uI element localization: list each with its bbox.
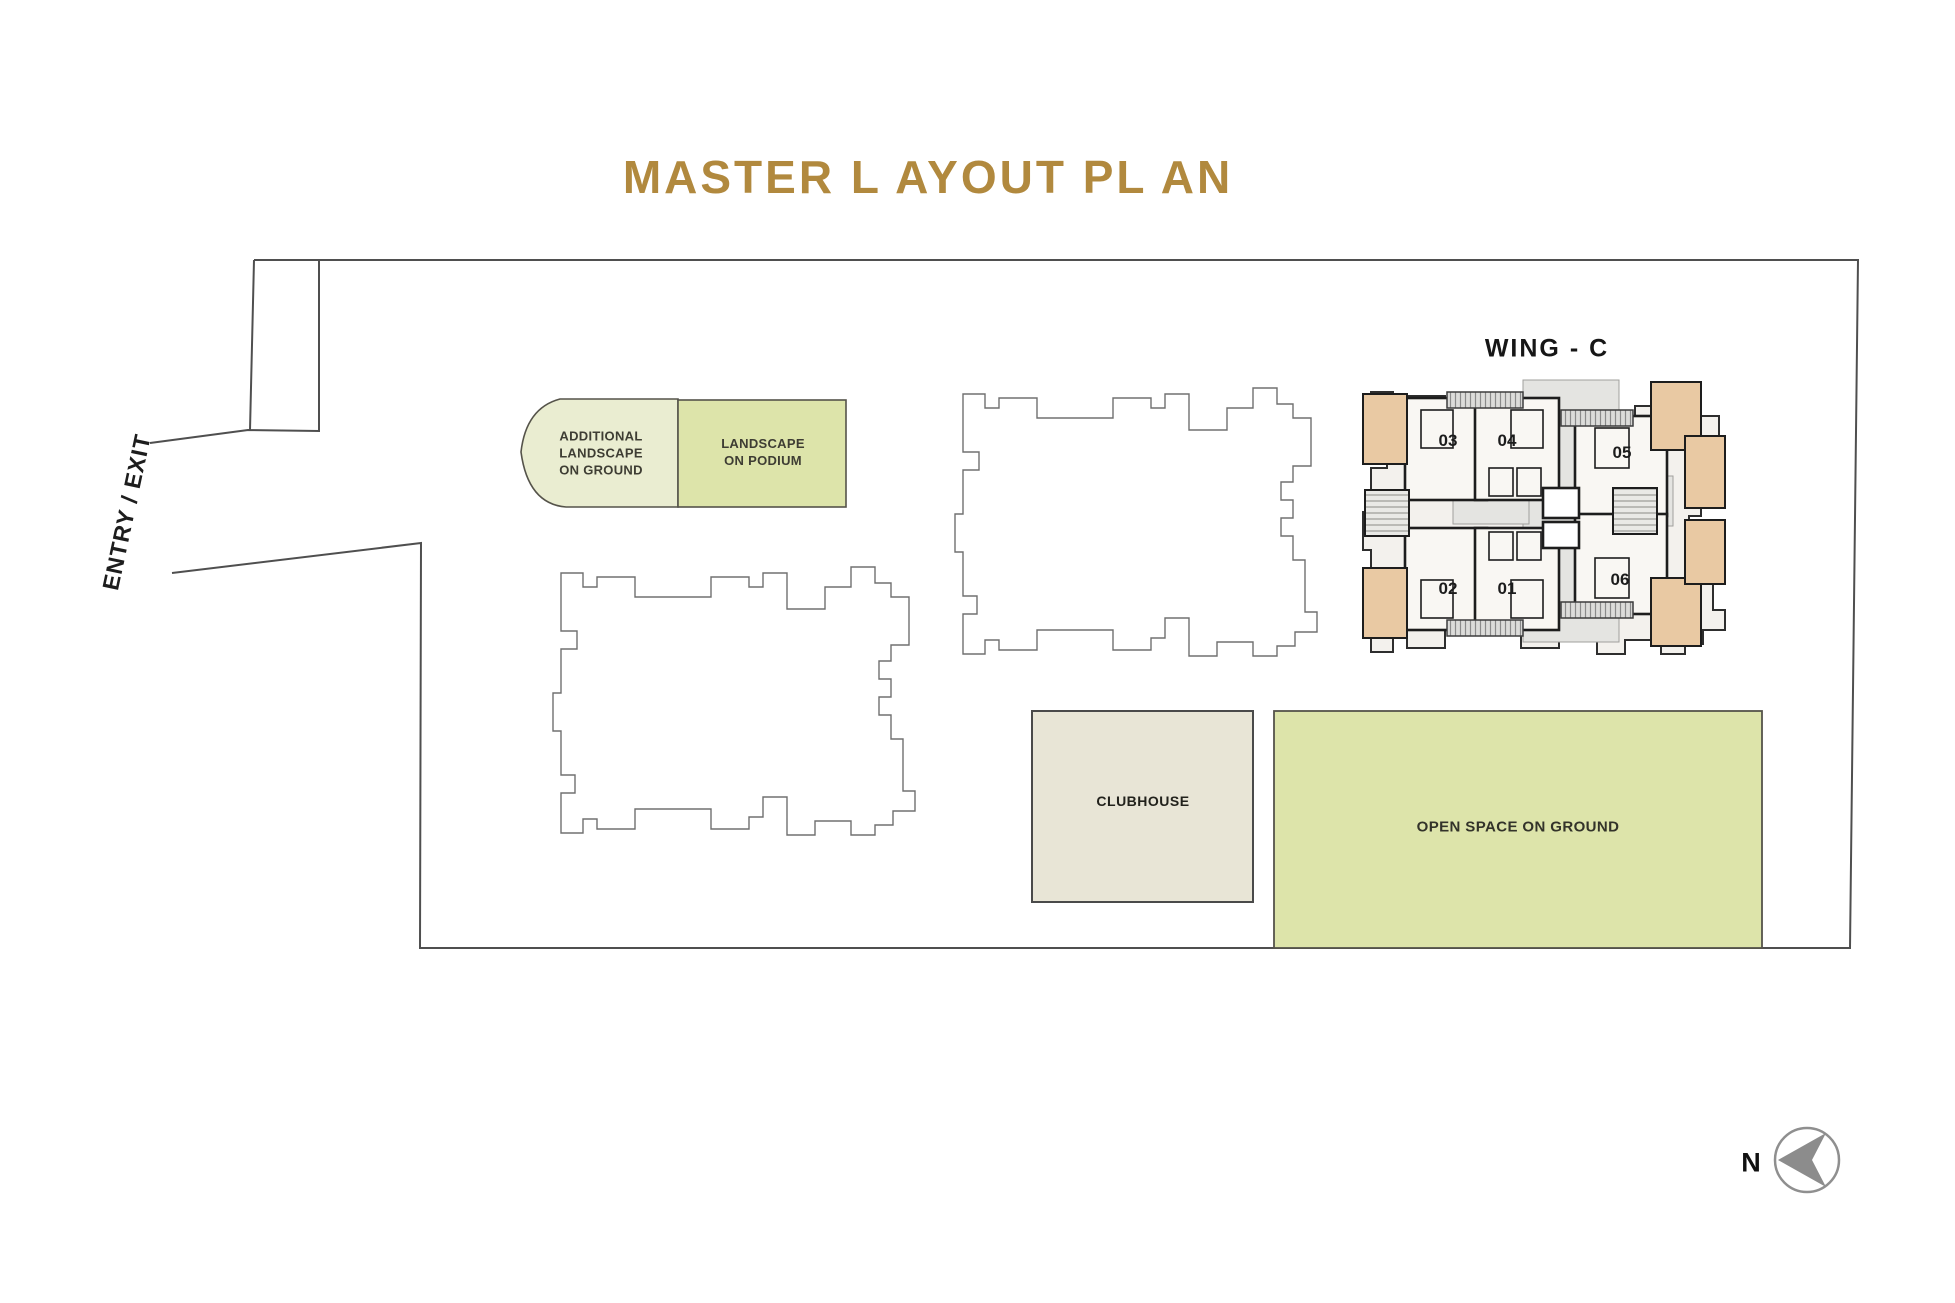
unit-number-06: 06 xyxy=(1610,570,1630,589)
balcony-hatch xyxy=(1560,409,1634,427)
clubhouse-area xyxy=(1031,710,1254,903)
balcony-hatch xyxy=(1560,601,1634,619)
lift-shaft xyxy=(1541,486,1581,520)
bedroom-room xyxy=(1684,435,1726,509)
unit-number-02: 02 xyxy=(1438,579,1458,598)
additional-landscape-line2: LANDSCAPE xyxy=(559,445,643,461)
inner-room xyxy=(1420,409,1454,449)
staircase-hatch xyxy=(1364,489,1410,537)
wing-c-bedrooms xyxy=(1362,381,1726,647)
inner-room xyxy=(1516,467,1542,497)
unit-block-02 xyxy=(1403,526,1489,632)
unit-number-05: 05 xyxy=(1612,443,1632,462)
north-arrow-pointer xyxy=(1778,1133,1826,1187)
wing-c-lift-core xyxy=(1541,486,1581,550)
bedroom-room xyxy=(1650,577,1702,647)
wing-c-balconies xyxy=(1446,391,1634,637)
wing-c-inner-rooms xyxy=(1420,409,1630,619)
unit-number-04: 04 xyxy=(1497,431,1517,450)
inner-room xyxy=(1594,557,1630,599)
open-space-label: OPEN SPACE ON GROUND xyxy=(1416,818,1620,836)
wing-c-staircases xyxy=(1364,487,1658,537)
north-arrow xyxy=(1773,1126,1841,1194)
lift-shaft xyxy=(1541,520,1581,550)
additional-landscape-line3: ON GROUND xyxy=(559,462,643,478)
balcony-hatch xyxy=(1446,619,1524,637)
inner-room xyxy=(1516,531,1542,561)
additional-landscape-area xyxy=(520,398,679,508)
inner-room xyxy=(1594,427,1630,469)
bedroom-room xyxy=(1684,519,1726,585)
landscape-on-podium-area xyxy=(677,399,847,508)
unit-number-03: 03 xyxy=(1438,431,1458,450)
inner-room xyxy=(1488,467,1514,497)
additional-landscape-line1: ADDITIONAL xyxy=(559,428,643,444)
inner-room xyxy=(1510,409,1544,449)
wing-c-floorplan xyxy=(1362,379,1726,655)
balcony-hatch xyxy=(1446,391,1524,409)
inner-room xyxy=(1420,579,1454,619)
north-label: N xyxy=(1741,1147,1761,1178)
open-space-area xyxy=(1273,710,1763,949)
building-outline-central xyxy=(954,387,1318,657)
additional-landscape-label: ADDITIONAL LANDSCAPE ON GROUND xyxy=(559,427,643,478)
site-boundary xyxy=(149,259,1860,949)
page-title: MASTER L AYOUT PL AN xyxy=(622,151,1234,203)
inner-room xyxy=(1488,531,1514,561)
bedroom-room xyxy=(1362,567,1408,639)
unit-number-01: 01 xyxy=(1497,579,1517,598)
wing-c-title: WING - C xyxy=(1484,334,1610,363)
building-outline-west xyxy=(552,566,916,836)
landscape-podium-line1: LANDSCAPE xyxy=(721,435,805,451)
landscape-podium-label: LANDSCAPE ON PODIUM xyxy=(721,435,805,469)
inner-room xyxy=(1510,579,1544,619)
clubhouse-label: CLUBHOUSE xyxy=(1096,793,1190,809)
staircase-hatch xyxy=(1612,487,1658,535)
landscape-podium-line2: ON PODIUM xyxy=(724,453,802,468)
bedroom-room xyxy=(1362,393,1408,465)
